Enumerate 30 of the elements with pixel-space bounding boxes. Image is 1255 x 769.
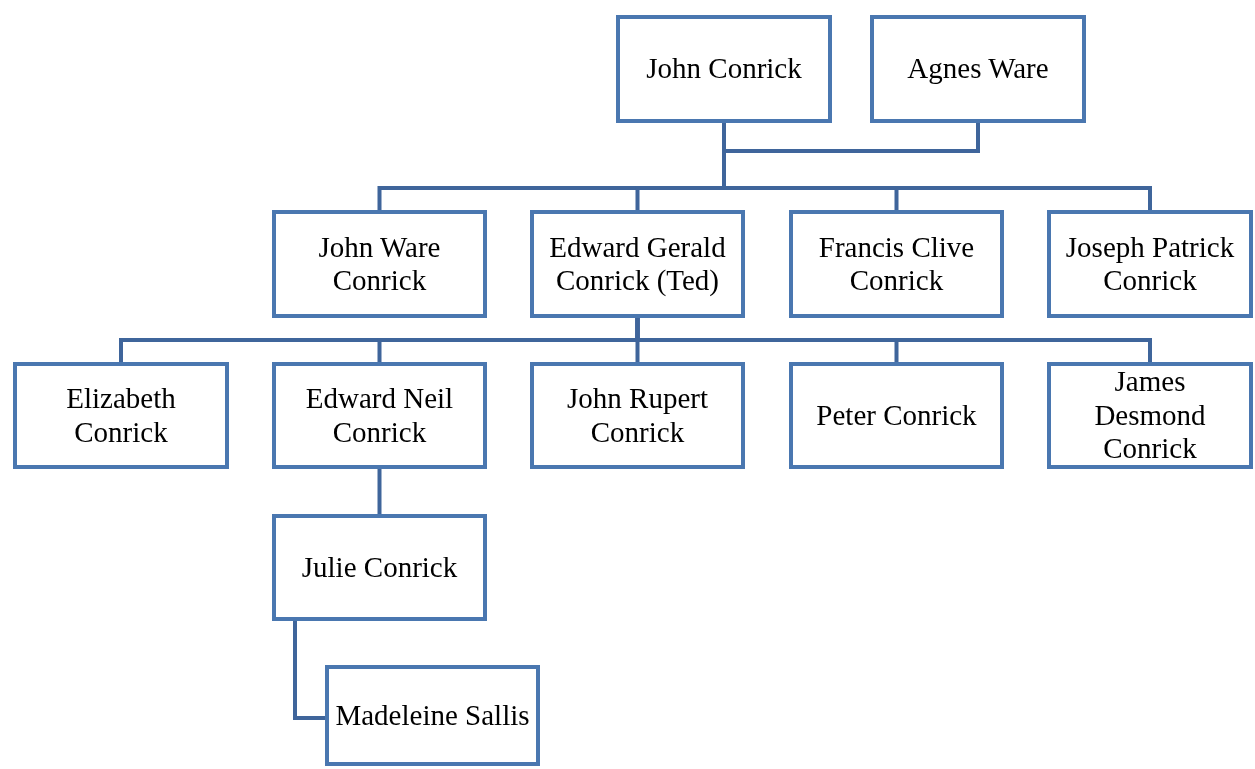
person-name: Madeleine Sallis bbox=[335, 698, 530, 733]
connector-line bbox=[722, 123, 1152, 210]
connector-line bbox=[635, 318, 1152, 362]
person-box bbox=[530, 362, 745, 469]
person-box bbox=[1047, 362, 1253, 469]
connector-line bbox=[377, 469, 382, 514]
person-box bbox=[272, 514, 487, 621]
person-name: John Rupert Conrick bbox=[566, 382, 709, 449]
person-name: Joseph Patrick Conrick bbox=[1064, 230, 1236, 298]
person-name: Agnes Ware bbox=[907, 52, 1049, 86]
person-name: Peter Conrick bbox=[816, 398, 977, 433]
person-name: John Ware Conrick bbox=[317, 230, 442, 298]
person-name: Edward Gerald Conrick (Ted) bbox=[548, 230, 727, 298]
person-box bbox=[789, 210, 1004, 318]
connector-line bbox=[293, 621, 325, 720]
person-box bbox=[530, 210, 745, 318]
person-box bbox=[272, 362, 487, 469]
person-box bbox=[272, 210, 487, 318]
person-box bbox=[870, 15, 1086, 123]
person-name: John Conrick bbox=[646, 52, 802, 86]
person-box bbox=[789, 362, 1004, 469]
person-box bbox=[13, 362, 229, 469]
person-name: Julie Conrick bbox=[301, 550, 458, 585]
person-box bbox=[1047, 210, 1253, 318]
person-name: Elizabeth Conrick bbox=[65, 382, 177, 449]
person-box bbox=[325, 665, 540, 766]
person-name: Edward Neil Conrick bbox=[304, 382, 455, 449]
person-name: James Desmond Conrick bbox=[1093, 365, 1207, 466]
person-name: Francis Clive Conrick bbox=[817, 230, 976, 298]
person-box bbox=[616, 15, 832, 123]
